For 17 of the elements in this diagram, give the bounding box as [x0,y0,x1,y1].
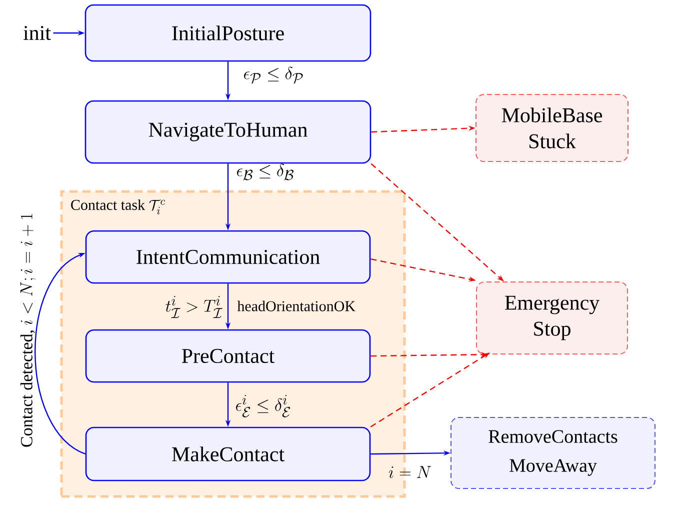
condition-label: headOrientationOK [237,300,356,312]
final-box: RemoveContacts MoveAway [450,417,656,489]
start-label: init [23,26,51,40]
state-box: NavigateToHuman [84,100,372,164]
edge-label: $\epsilon^i_{\mathcal{E}} \leq \delta^i_{\mathcal{E}}$ [236,394,290,418]
state-box: InitialPosture [84,4,372,62]
edge-label: $\epsilon_{\mathcal{P}} \leq \delta_{\mathcal{P}}$ [244,66,303,84]
arrow [34,253,86,455]
edge-label: $\text{Contact detected, } i < N; i = i + 1$ [20,214,36,447]
state-box: MakeContact [85,426,371,482]
state-box: PreContact [85,329,371,383]
edge-label: $i = N$ [388,466,432,478]
alarm-box: MobileBase Stuck [476,94,628,162]
alarm-box: Emergency Stop [476,282,628,354]
edge-label: $\epsilon_{\mathcal{B}} \leq \delta_{\mathcal{B}}$ [237,164,294,180]
state-box: IntentCommunication [85,230,371,284]
edge-label: $t^i_{\mathcal{I}} > T^i_{\mathcal{I}}$ [166,296,223,318]
